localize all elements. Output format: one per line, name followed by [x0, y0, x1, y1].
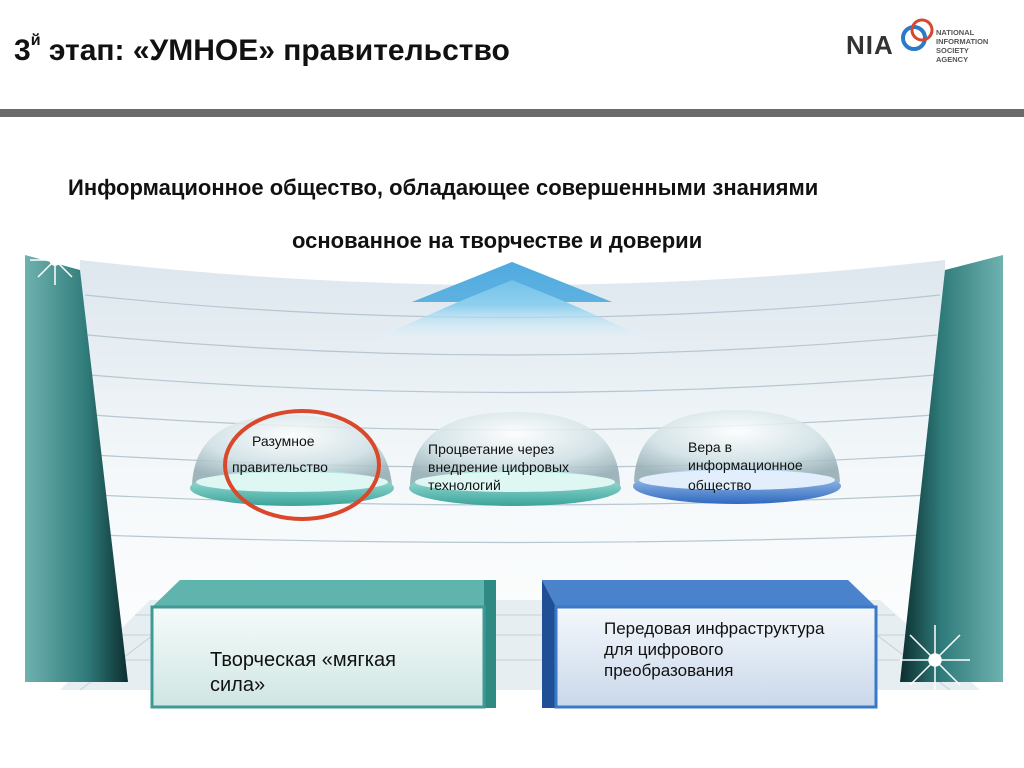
right-pillar — [900, 255, 1003, 682]
sparkle-icon — [30, 240, 80, 285]
sparkle-icon — [900, 625, 970, 695]
subtitle-line-2: основанное на творчестве и доверии — [292, 228, 703, 253]
box-2-label: Передовая инфраструктура для цифрового п… — [604, 619, 825, 680]
logo-agency-name: NATIONAL INFORMATION SOCIETY AGENCY — [936, 28, 989, 64]
dome-1-label: Разумное правительство — [232, 433, 328, 475]
subtitle-line-1: Информационное общество, обладающее сове… — [68, 175, 819, 200]
title-divider — [0, 109, 1024, 117]
left-pillar — [25, 255, 128, 682]
box-1-label: Творческая «мягкая сила» — [210, 649, 396, 696]
dome-2 — [409, 412, 621, 506]
box-2 — [542, 580, 878, 709]
illustration — [25, 240, 1003, 709]
logo-abbr: NIA — [846, 30, 894, 60]
dome-3-label: Вера в информационное общество — [688, 439, 803, 493]
highlight-circle — [223, 409, 381, 521]
dome-2-label: Процветание через внедрение цифровых тех… — [428, 441, 570, 493]
dome-3 — [633, 410, 841, 504]
box-1 — [150, 580, 496, 709]
slide-title: 3й этап: «УМНОЕ» правительство — [14, 32, 510, 67]
nia-logo: NIA NATIONAL INFORMATION SOCIETY AGENCY — [840, 6, 1020, 64]
logo-rings-icon — [901, 18, 934, 51]
